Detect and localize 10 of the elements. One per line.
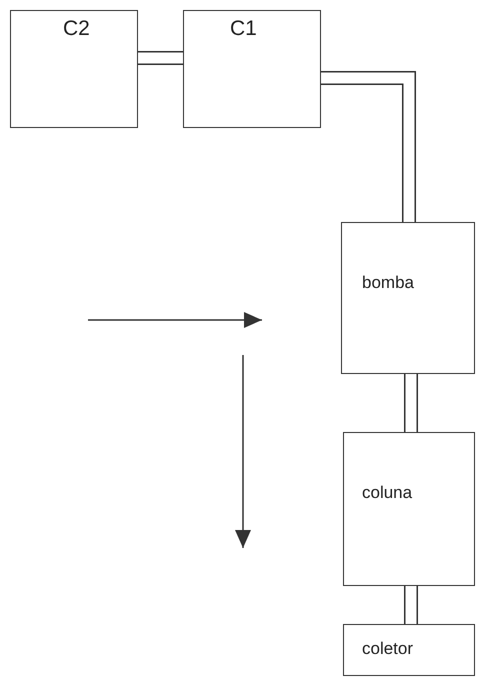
process-box bbox=[183, 10, 321, 128]
process-box bbox=[341, 222, 475, 374]
box-label: bomba bbox=[362, 273, 414, 293]
box-label: C2 bbox=[63, 17, 90, 41]
process-box bbox=[343, 432, 475, 586]
process-box bbox=[343, 624, 475, 676]
box-label: coluna bbox=[362, 483, 412, 503]
box-label: C1 bbox=[230, 17, 257, 41]
box-label: coletor bbox=[362, 639, 414, 659]
process-box bbox=[10, 10, 138, 128]
